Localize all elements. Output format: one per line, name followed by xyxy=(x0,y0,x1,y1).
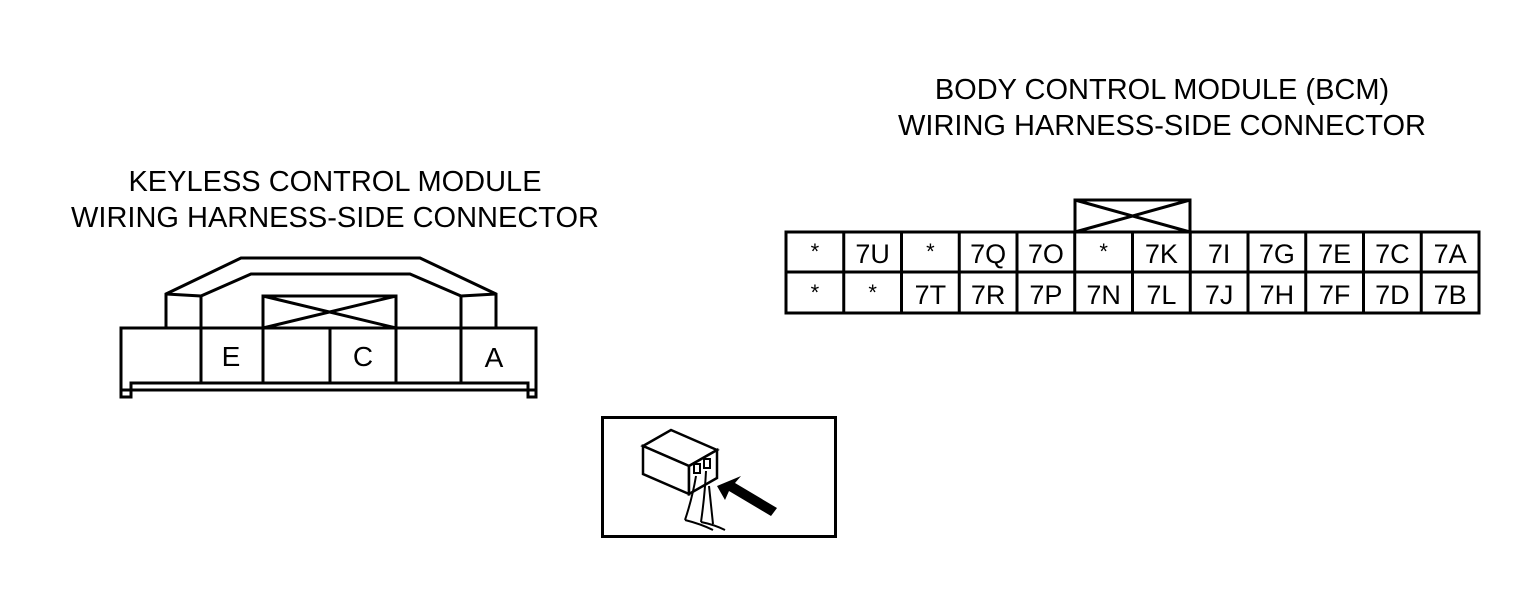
bcm-terminal-7t: 7T xyxy=(915,280,947,310)
bcm-terminal-unused: * xyxy=(811,239,820,264)
kcm-hood-outline xyxy=(164,256,498,328)
kcm-hood-inner xyxy=(199,272,463,328)
bcm-terminal-unused: * xyxy=(811,280,820,305)
bcm-terminal-7f: 7F xyxy=(1319,280,1351,310)
bcm-title-line2: WIRING HARNESS-SIDE CONNECTOR xyxy=(898,110,1426,142)
bcm-terminal-7q: 7Q xyxy=(970,239,1006,269)
kcm-terminal-e: E xyxy=(222,341,241,372)
kcm-title-line1: KEYLESS CONTROL MODULE xyxy=(128,166,542,198)
bcm-terminal-7j: 7J xyxy=(1205,280,1234,310)
kcm-title-line2: WIRING HARNESS-SIDE CONNECTOR xyxy=(71,202,599,234)
back-probe-icon xyxy=(601,416,837,538)
bcm-terminal-7c: 7C xyxy=(1375,239,1410,269)
kcm-terminal-a: A xyxy=(485,342,504,373)
bcm-terminal-7b: 7B xyxy=(1434,280,1467,310)
bcm-terminal-7a: 7A xyxy=(1434,239,1467,269)
bcm-terminal-7e: 7E xyxy=(1318,239,1351,269)
bcm-terminal-7l: 7L xyxy=(1146,280,1176,310)
kcm-terminal-c: C xyxy=(353,341,373,372)
bcm-terminal-7p: 7P xyxy=(1029,280,1062,310)
bcm-terminal-unused: * xyxy=(1099,239,1108,264)
bcm-terminal-7n: 7N xyxy=(1086,280,1121,310)
bcm-title: BODY CONTROL MODULE (BCM) WIRING HARNESS… xyxy=(852,72,1472,144)
keyless-control-module-title: KEYLESS CONTROL MODULE WIRING HARNESS-SI… xyxy=(30,164,640,236)
bcm-terminal-7h: 7H xyxy=(1260,280,1295,310)
bcm-terminal-7o: 7O xyxy=(1028,239,1064,269)
bcm-terminal-7i: 7I xyxy=(1208,239,1231,269)
bcm-terminal-7r: 7R xyxy=(971,280,1006,310)
bcm-terminal-7k: 7K xyxy=(1145,239,1178,269)
bcm-terminal-unused: * xyxy=(926,239,935,264)
kcm-connector-body xyxy=(119,326,538,399)
bcm-title-line1: BODY CONTROL MODULE (BCM) xyxy=(934,74,1390,106)
bcm-terminal-7d: 7D xyxy=(1375,280,1410,310)
bcm-terminal-7u: 7U xyxy=(855,239,890,269)
probe-arrow-icon xyxy=(717,476,777,516)
bcm-terminal-7g: 7G xyxy=(1259,239,1295,269)
bcm-terminal-unused: * xyxy=(868,280,877,305)
